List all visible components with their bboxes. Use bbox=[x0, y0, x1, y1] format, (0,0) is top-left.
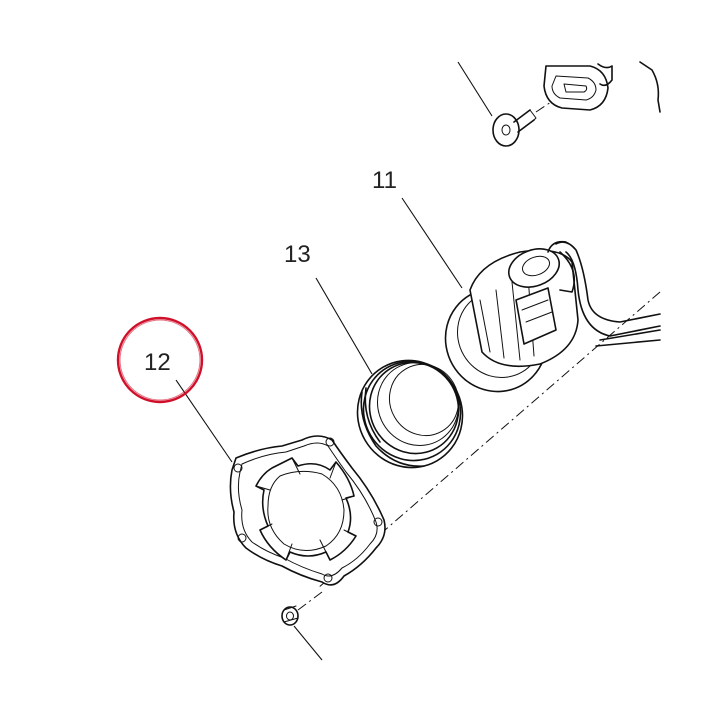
grommet bbox=[543, 63, 613, 111]
part-11-fuel-pump: 11 bbox=[372, 167, 661, 393]
flange-bolt-hole bbox=[233, 463, 243, 473]
flange-bolt-hole bbox=[237, 533, 247, 543]
flange-bolt-hole bbox=[325, 437, 335, 447]
part-11-leader bbox=[401, 197, 463, 289]
bottom-screw bbox=[281, 591, 323, 661]
part-12-highlight-ring bbox=[116, 316, 204, 404]
part-13-callout: 13 bbox=[284, 241, 311, 268]
bottom-screw-head bbox=[281, 606, 299, 626]
top-screw-leader bbox=[457, 61, 493, 117]
top-screw-head bbox=[492, 113, 520, 147]
part-13-seal-ring: 13 bbox=[284, 241, 464, 469]
flange-bolt-hole bbox=[373, 517, 383, 527]
part-12-retaining-flange: 12 bbox=[116, 316, 386, 586]
part-13-leader bbox=[315, 277, 373, 375]
bottom-screw-leader bbox=[293, 625, 323, 661]
part-11-callout: 11 bbox=[372, 167, 397, 194]
part-12-callout: 12 bbox=[144, 349, 171, 376]
flange-bolt-hole bbox=[323, 573, 333, 583]
top-screw-assembly bbox=[457, 61, 661, 147]
assembly-axis bbox=[317, 291, 661, 589]
